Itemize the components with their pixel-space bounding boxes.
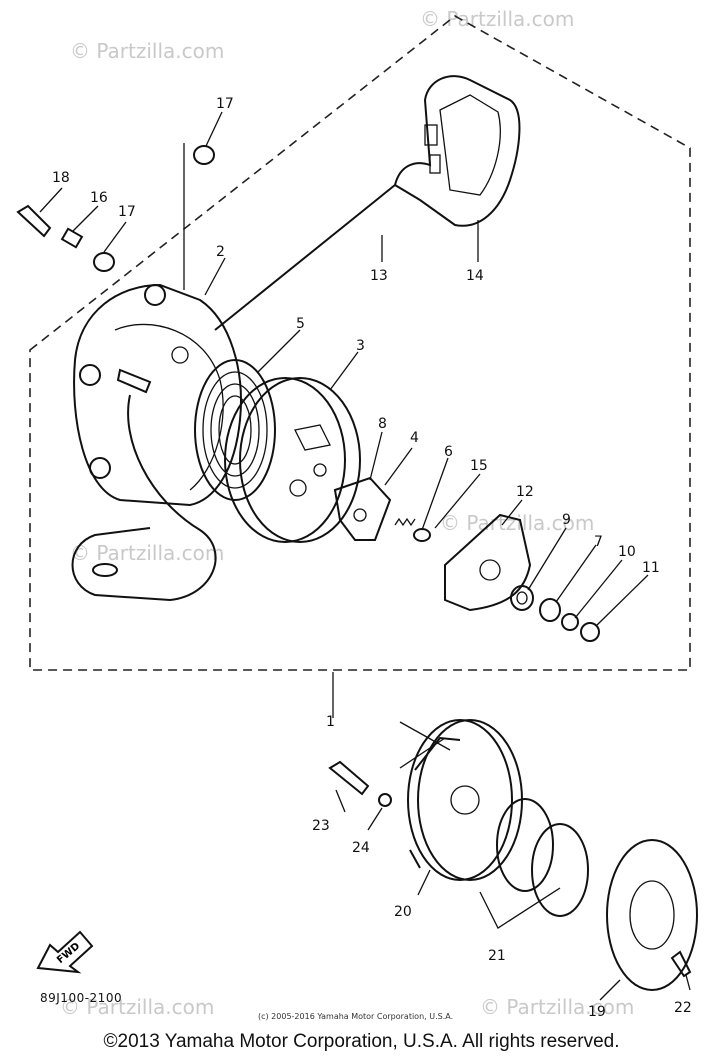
- watermark-top-left: © Partzilla.com: [70, 39, 224, 63]
- watermark-bottom-left: © Partzilla.com: [60, 995, 214, 1019]
- friction-plate: [444, 513, 532, 612]
- callout-11: 11: [642, 560, 660, 576]
- callout-labels: 1 2 3 4 5 6 7 8 9 10 11 12 13 14 15 16 1…: [52, 96, 692, 1020]
- callout-7: 7: [594, 534, 603, 550]
- callout-6: 6: [444, 444, 453, 460]
- callout-4: 4: [410, 430, 419, 446]
- starter-handle: [214, 75, 521, 331]
- pawl: [333, 476, 392, 541]
- callout-9: 9: [562, 512, 571, 528]
- callout-19: 19: [588, 1004, 606, 1020]
- drive-plate: [606, 839, 698, 991]
- starter-case: [73, 283, 242, 507]
- callout-13: 13: [370, 268, 388, 284]
- callout-17-lower: 17: [118, 204, 136, 220]
- fwd-arrow: FWD: [36, 930, 94, 974]
- sheave-drum: [224, 377, 361, 543]
- callout-3: 3: [356, 338, 365, 354]
- small-copyright-notice: (c) 2005-2016 Yamaha Motor Corporation, …: [258, 1012, 454, 1021]
- callout-23: 23: [312, 818, 330, 834]
- callout-10: 10: [618, 544, 636, 560]
- fwd-arrow-label: FWD: [55, 941, 82, 966]
- starter-pulley: [407, 719, 523, 881]
- diagram-code: 89J100-2100: [40, 991, 123, 1005]
- callout-24: 24: [352, 840, 370, 856]
- callout-8: 8: [378, 416, 387, 432]
- rope-loop: [71, 394, 217, 602]
- callout-22: 22: [674, 1000, 692, 1016]
- watermark-bottom-right: © Partzilla.com: [480, 995, 634, 1019]
- assembly-boundary: [29, 15, 691, 671]
- callout-1: 1: [326, 714, 335, 730]
- watermark-mid-right: © Partzilla.com: [440, 511, 594, 535]
- watermark-top-right: © Partzilla.com: [420, 7, 574, 31]
- callout-12: 12: [516, 484, 534, 500]
- callout-2: 2: [216, 244, 225, 260]
- bolt-24: [328, 760, 692, 978]
- watermark-mid-left: © Partzilla.com: [70, 541, 224, 565]
- watermark-group: © Partzilla.com © Partzilla.com © Partzi…: [60, 7, 634, 1019]
- callout-15: 15: [470, 458, 488, 474]
- copyright-notice: ©2013 Yamaha Motor Corporation, U.S.A. A…: [103, 1031, 620, 1052]
- callout-16: 16: [90, 190, 108, 206]
- callout-18: 18: [52, 170, 70, 186]
- callout-20: 20: [394, 904, 412, 920]
- spiral-spring: [194, 359, 276, 501]
- plate-pair: [496, 798, 589, 917]
- callout-5: 5: [296, 316, 305, 332]
- washer-set: [510, 585, 600, 642]
- callout-leaders: [39, 111, 691, 1001]
- bolt-collar-set: [16, 143, 215, 290]
- callout-21: 21: [488, 948, 506, 964]
- callout-14: 14: [466, 268, 484, 284]
- callout-17-upper: 17: [216, 96, 234, 112]
